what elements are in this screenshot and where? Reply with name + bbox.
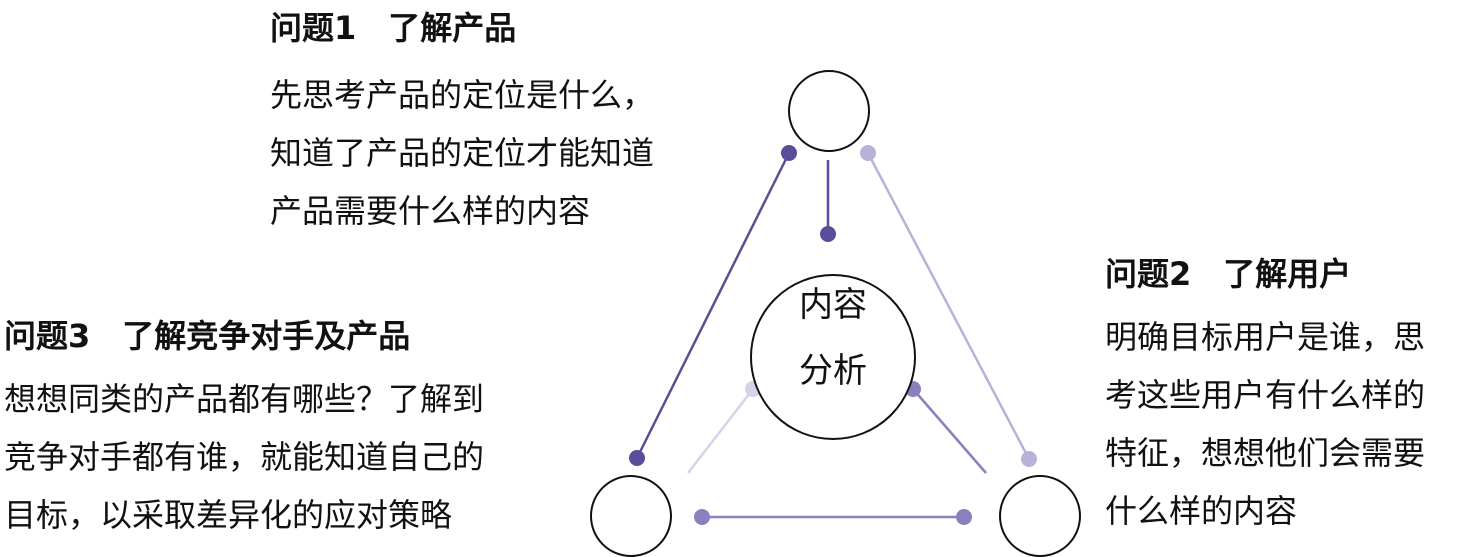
question-1-block: 问题1 了解产品 先思考产品的定位是什么， 知道了产品的定位才能知道 产品需要什…: [270, 8, 654, 240]
question-1-line: 先思考产品的定位是什么，: [270, 76, 655, 114]
question-1-title: 问题1 了解产品: [270, 9, 517, 47]
question-1-line: 知道了产品的定位才能知道: [270, 134, 655, 172]
dot-bottom-left: [694, 509, 710, 525]
node-bottom-left: [590, 475, 672, 557]
center-label: 内容 分析: [773, 276, 893, 400]
center-label-line2: 分析: [799, 351, 867, 391]
question-3-line: 想想同类的产品都有哪些？了解到: [4, 380, 485, 418]
question-3-line: 竞争对手都有谁，就能知道自己的: [4, 438, 485, 476]
question-2-block: 问题2 了解用户 明确目标用户是谁，思 考这些用户有什么样的 特征，想想他们会需…: [1105, 254, 1425, 540]
dot-bottom-right: [956, 509, 972, 525]
dot-left-upper: [629, 450, 645, 466]
node-top: [788, 70, 870, 152]
question-2-line: 明确目标用户是谁，思: [1105, 318, 1426, 356]
question-2-line: 什么样的内容: [1105, 492, 1298, 530]
question-2-title: 问题2 了解用户: [1105, 255, 1352, 293]
connector-top-left: [635, 152, 791, 459]
question-2-line: 考这些用户有什么样的: [1105, 376, 1426, 414]
connector-top-right: [866, 152, 1031, 460]
connector-right-center: [912, 388, 987, 474]
dot-top-right: [860, 145, 876, 161]
connector-left-center: [687, 388, 754, 474]
question-2-line: 特征，想想他们会需要: [1105, 434, 1426, 472]
question-3-block: 问题3 了解竞争对手及产品 想想同类的产品都有哪些？了解到 竞争对手都有谁，就能…: [4, 316, 484, 544]
node-bottom-right: [999, 475, 1081, 557]
dot-right-upper: [1021, 451, 1037, 467]
question-3-line: 目标，以采取差异化的应对策略: [4, 496, 453, 534]
dot-top-center: [820, 226, 836, 242]
node-center: [750, 274, 916, 440]
question-3-title: 问题3 了解竞争对手及产品: [4, 317, 411, 355]
center-label-line1: 内容: [799, 285, 867, 325]
question-1-line: 产品需要什么样的内容: [270, 192, 591, 230]
dot-top-left: [781, 145, 797, 161]
